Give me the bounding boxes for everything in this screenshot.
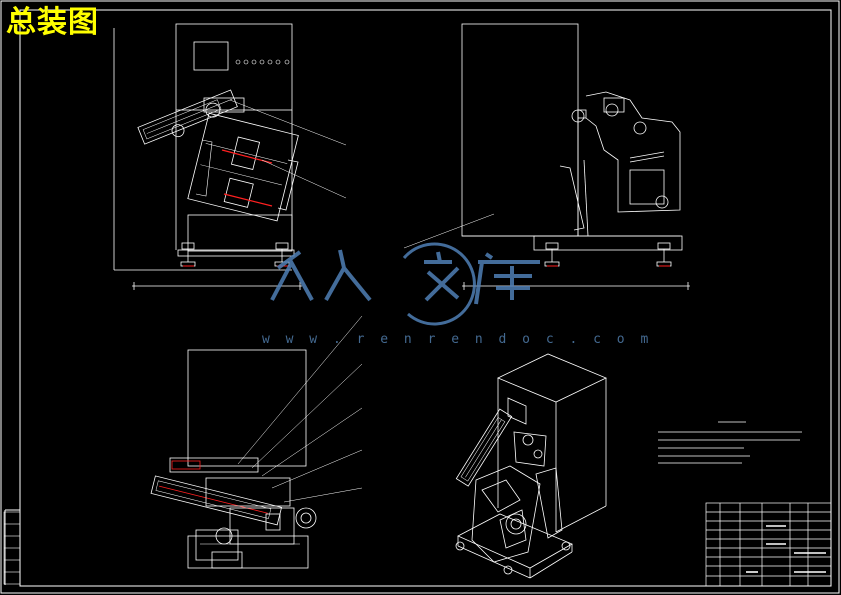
watermark-url: w w w . r e n r e n d o c . c o m [262, 332, 653, 347]
side-feet [544, 242, 672, 267]
feed-arm [137, 89, 238, 145]
red-marks [221, 149, 273, 207]
side-view [403, 23, 690, 290]
isometric-view [455, 353, 607, 579]
title-block [705, 502, 832, 587]
front-leaders [229, 99, 347, 199]
top-feed-arm [150, 475, 283, 526]
tilted-mechanism [187, 112, 299, 222]
top-view [150, 315, 363, 569]
side-tab-block [3, 511, 21, 585]
watermark-logo [270, 242, 540, 326]
control-buttons [235, 59, 290, 65]
drawing-title: 总装图 [6, 5, 99, 40]
front-feet [180, 242, 290, 267]
top-leaders [237, 315, 363, 503]
technical-notes [658, 421, 802, 464]
iso-feed-arm [455, 408, 513, 487]
front-view [113, 23, 347, 290]
